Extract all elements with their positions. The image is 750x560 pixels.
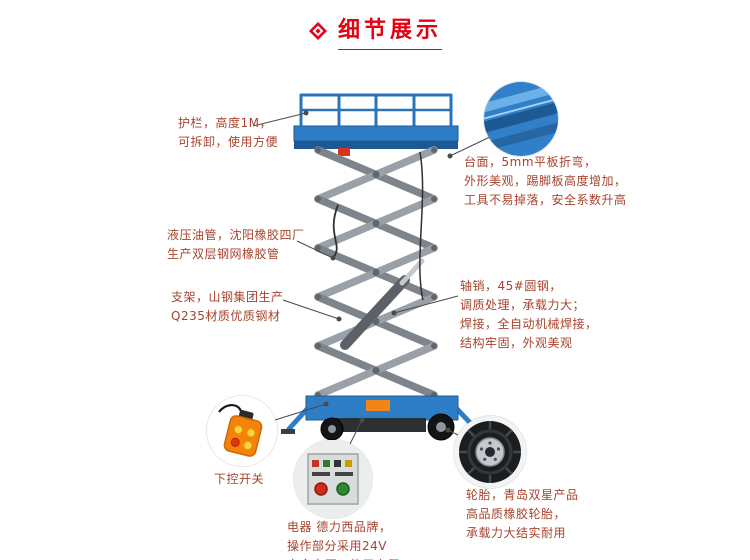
tire-photo — [454, 416, 526, 488]
platform-close-up-image — [484, 82, 558, 156]
callout-support-frame: 支架，山钢集团生产 Q235材质优质钢材 — [171, 288, 284, 326]
callout-line: 高品质橡胶轮胎， — [466, 507, 567, 521]
callout-axle-pin: 轴销，45#圆钢， 调质处理，承载力大； 焊接，全自动机械焊接， 结构牢固，外观… — [460, 277, 598, 353]
callout-line: 调质处理，承载力大； — [460, 298, 586, 312]
tire-image — [454, 416, 526, 488]
diamond-icon — [308, 22, 327, 40]
platform-deck — [293, 125, 459, 156]
callout-line: 结构牢固，外观美观 — [460, 336, 573, 350]
control-panel-image — [294, 440, 372, 518]
remote-control-photo — [207, 396, 277, 466]
control-panel-photo — [294, 440, 372, 518]
callout-line: 台面，5mm平板折弯， — [464, 155, 597, 169]
platform-detail-photo — [484, 82, 558, 156]
section-header: 细节展示 — [0, 12, 750, 50]
callout-line: 电器 德力西品牌， — [287, 520, 392, 534]
page-title: 细节展示 — [337, 12, 442, 50]
callout-electrics: 电器 德力西品牌， 操作部分采用24V 安全电压，使用方便 — [287, 518, 400, 560]
callout-line: 可拆卸，使用方便 — [178, 135, 279, 149]
callout-endpoint-dots — [303, 110, 453, 433]
callout-line: 操作部分采用24V — [287, 539, 387, 553]
hydraulic-cylinder — [340, 258, 425, 350]
callout-connector-lines — [252, 112, 493, 445]
remote-control-image — [207, 396, 277, 466]
callout-hydraulic-hose: 液压油管，沈阳橡胶四厂 生产双层钢网橡胶管 — [167, 226, 305, 264]
callout-line: 液压油管，沈阳橡胶四厂 — [167, 228, 305, 242]
callout-line: 轮胎，青岛双星产品 — [466, 488, 579, 502]
callout-line: 护栏，高度1M， — [178, 116, 272, 130]
callout-guardrail: 护栏，高度1M， 可拆卸，使用方便 — [178, 114, 278, 152]
callout-line: 承载力大结实耐用 — [466, 526, 567, 540]
callout-line: 生产双层钢网橡胶管 — [167, 247, 280, 261]
scissor-pins — [315, 147, 437, 398]
callout-line: 安全电压，使用方便 — [287, 556, 400, 560]
callout-line: 支架，山钢集团生产 — [171, 290, 284, 304]
hydraulic-hoses — [332, 151, 424, 301]
callout-platform: 台面，5mm平板折弯， 外形美观，踢脚板高度增加， 工具不易掉落，安全系数升高 — [464, 153, 627, 210]
callout-line: 焊接，全自动机械焊接， — [460, 317, 598, 331]
chassis-base — [281, 395, 484, 441]
callout-line: 下控开关 — [214, 472, 265, 486]
callout-line: 工具不易掉落，安全系数升高 — [464, 193, 627, 207]
callout-line: 轴销，45#圆钢， — [460, 279, 562, 293]
callout-line: Q235材质优质钢材 — [171, 309, 281, 323]
platform-railing — [299, 93, 453, 128]
callout-tires: 轮胎，青岛双星产品 高品质橡胶轮胎， 承载力大结实耐用 — [466, 486, 579, 543]
callout-lower-control-switch: 下控开关 — [214, 470, 264, 489]
callout-line: 外形美观，踢脚板高度增加， — [464, 174, 627, 188]
